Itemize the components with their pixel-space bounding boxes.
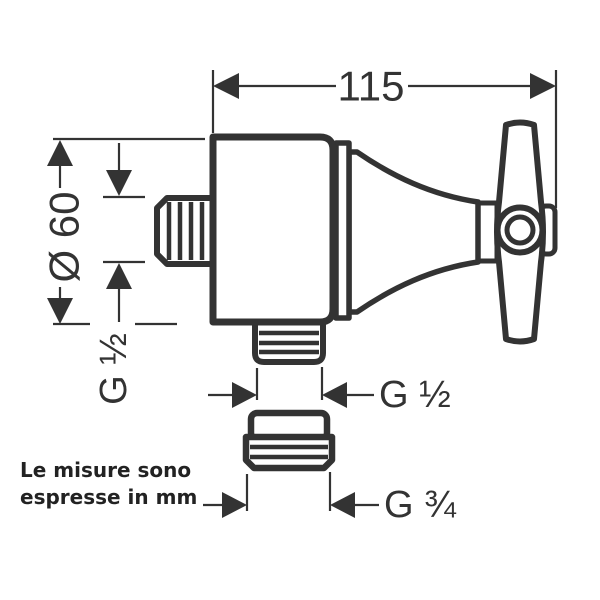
- inlet-thread-dimension: G ½: [93, 143, 145, 405]
- width-dimension: 115: [211, 63, 558, 208]
- diameter-dimension: Ø 60: [41, 137, 205, 326]
- arrowhead-down: [106, 170, 132, 196]
- escutcheon-plate: [333, 140, 352, 321]
- measurement-note: Le misure sono espresse in mm: [20, 458, 197, 509]
- valve-fixture: [154, 119, 558, 472]
- arrowhead-up: [106, 263, 132, 289]
- inlet-thread-lines: [166, 202, 205, 260]
- note-line-1: Le misure sono: [20, 458, 191, 482]
- diameter-dimension-label: Ø 60: [41, 191, 88, 282]
- nut-thread-label: G ¾: [384, 484, 457, 526]
- outlet-thread-label: G ½: [379, 374, 451, 416]
- note-line-2: espresse in mm: [20, 485, 197, 509]
- arrowhead-right: [232, 382, 257, 408]
- connection-nut: [242, 409, 336, 472]
- arrowhead-left: [322, 382, 347, 408]
- arrowhead-down: [47, 298, 73, 324]
- arrowhead-left: [213, 73, 239, 99]
- connection-nut-thread: [242, 433, 336, 472]
- escutcheon-trumpet: [346, 149, 481, 315]
- outlet-thread-dimension: G ½: [208, 367, 451, 416]
- nut-thread-dimension: G ¾: [203, 472, 457, 526]
- arrowhead-up: [47, 140, 73, 166]
- outlet-thread-lines: [259, 330, 319, 355]
- valve-body: [209, 133, 337, 326]
- inlet-thread-label: G ½: [93, 333, 135, 405]
- arrowhead-right: [222, 492, 247, 518]
- handle-hub-center: [504, 214, 536, 246]
- inlet-thread: [154, 195, 216, 267]
- arrowhead-right: [530, 73, 556, 99]
- width-dimension-label: 115: [338, 63, 405, 110]
- arrowhead-left: [330, 492, 355, 518]
